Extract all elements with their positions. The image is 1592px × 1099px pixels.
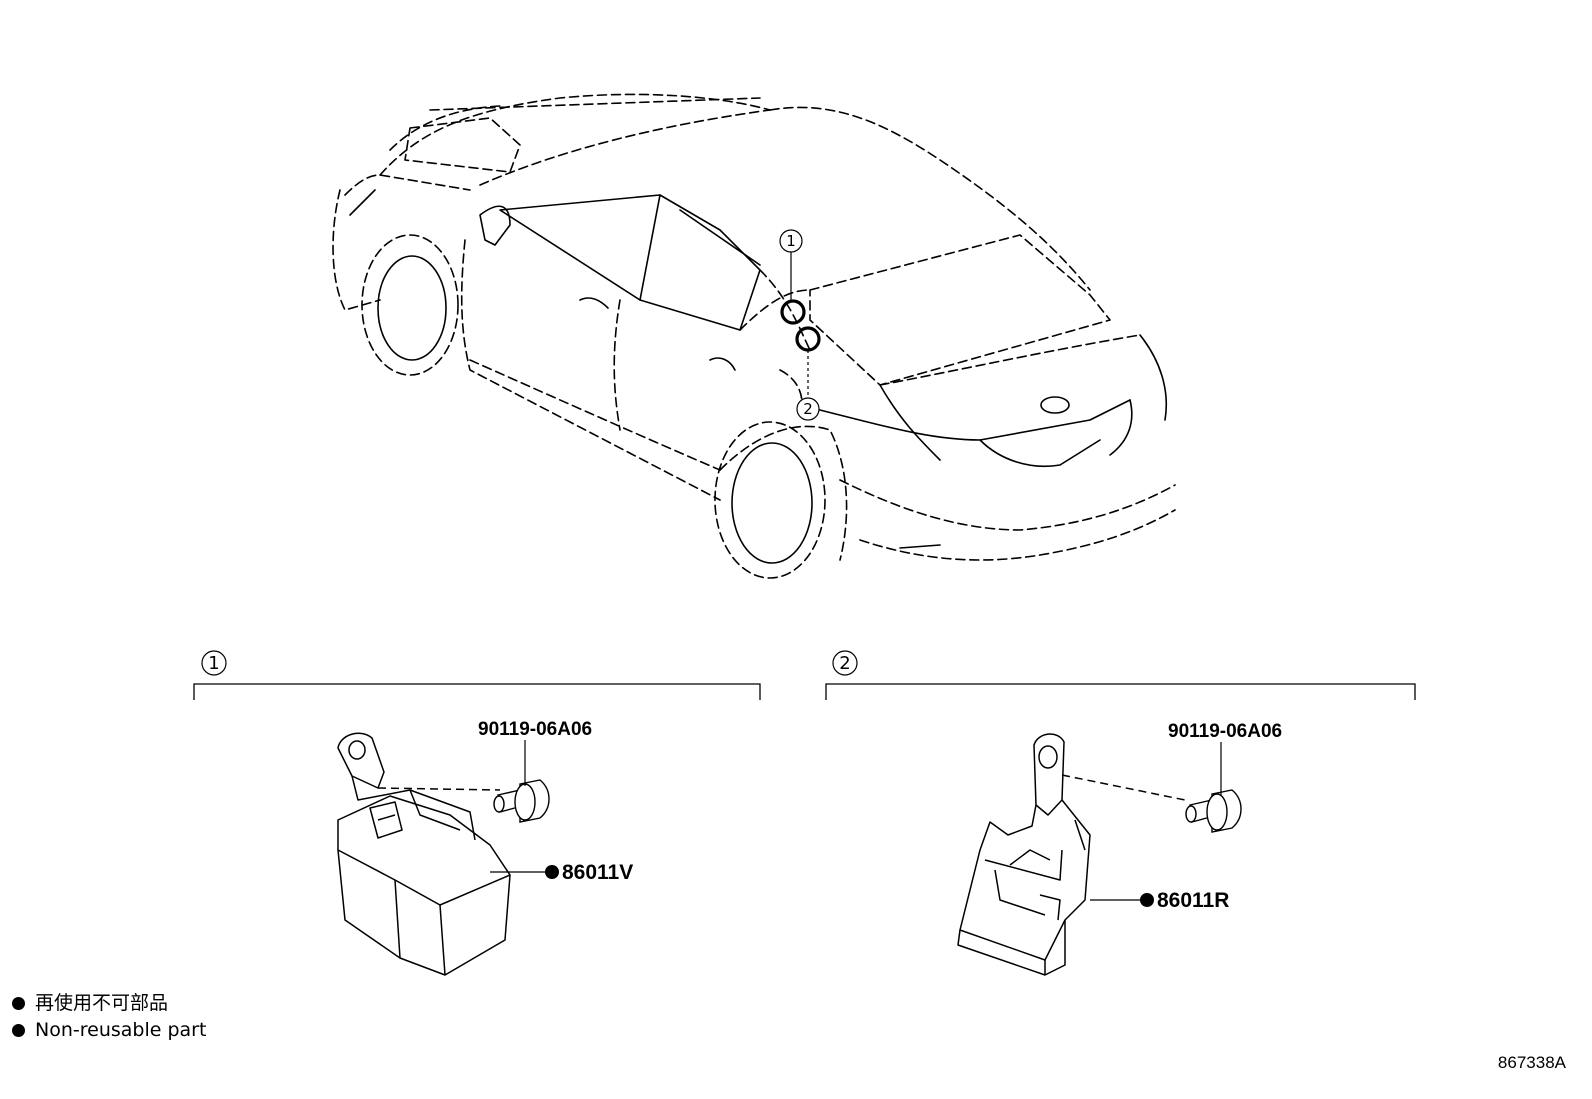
main-part-number-2: 86011R [1157,889,1229,912]
car-callout-1-label: 1 [786,232,796,250]
diagram-code: 867338A [1497,1053,1566,1072]
section-1: 1 90119-06A06 86011V [193,650,761,976]
car-callout-1: 1 [779,229,806,325]
car-callout-2: 2 [795,326,821,421]
non-reusable-dot-2 [1140,893,1154,907]
section-2-bracket [825,683,1416,700]
legend-text-jp: 再使用不可部品 [35,992,169,1014]
bolt-90119-06A06-illustration-1 [493,779,550,823]
car-callout-2-label: 2 [803,400,813,418]
legend-row-jp: 再使用不可部品 [12,990,206,1017]
sensor-86011V-illustration [337,732,511,976]
legend-text-en: Non-reusable part [35,1019,207,1041]
section-2: 2 90119-06A06 86011R [825,650,1416,976]
bolt-part-number-1: 90119-06A06 [478,719,592,740]
section-1-number: 1 [208,653,219,674]
non-reusable-dot-icon [12,997,25,1010]
part-location-marker-1 [780,299,806,325]
legend-row-en: Non-reusable part [12,1017,206,1044]
bolt-90119-06A06-illustration-2 [1185,789,1242,833]
bolt-part-number-2: 90119-06A06 [1168,721,1282,742]
non-reusable-dot-1 [545,865,559,879]
section-1-bracket [193,683,761,700]
main-part-number-1: 86011V [562,861,633,884]
car-illustration [332,93,1176,579]
sensor-86011R-illustration [957,733,1186,976]
non-reusable-dot-icon [12,1024,25,1037]
section-2-number: 2 [839,653,850,674]
legend: 再使用不可部品 Non-reusable part [12,990,206,1044]
